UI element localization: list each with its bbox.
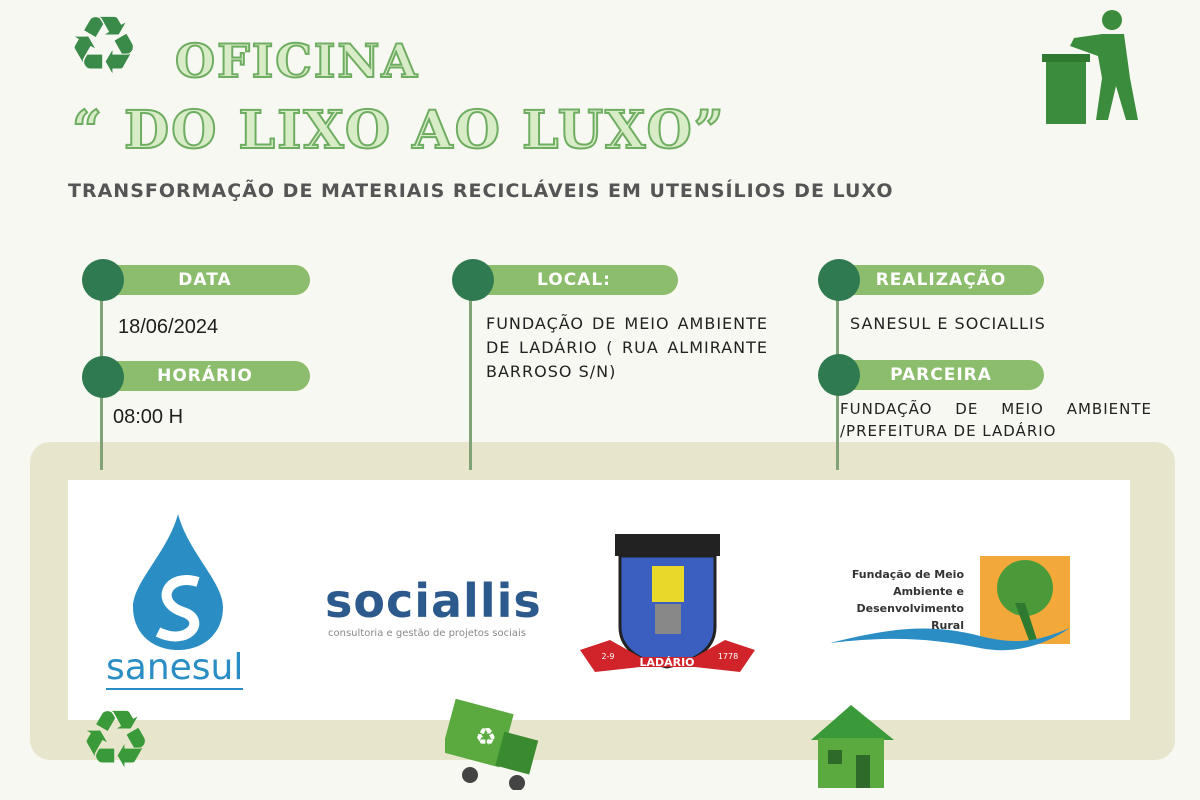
ladario-banner-text: LADÁRIO (639, 656, 694, 669)
location-label: LOCAL: (470, 265, 678, 295)
time-label: HORÁRIO (100, 361, 310, 391)
sociallis-logo-text: sociallis (325, 574, 542, 628)
title-line-2: “ DO LIXO AO LUXO” (71, 99, 726, 162)
recycling-truck-icon: ♻ (445, 698, 539, 790)
sanesul-logo-text: sanesul (106, 647, 244, 690)
ladario-coat-of-arms: LADÁRIO 2-9 1778 (580, 534, 755, 672)
time-value: 08:00 H (113, 406, 184, 428)
partner-value: FUNDAÇÃO DE MEIO AMBIENTE /PREFEITURA DE… (840, 400, 1152, 440)
sociallis-tagline: consultoria e gestão de projetos sociais (328, 628, 527, 639)
svg-text:♻: ♻ (475, 723, 497, 751)
timeline-line (469, 280, 472, 470)
date-dot (82, 259, 124, 301)
house-icon (811, 705, 894, 788)
trash-person-icon (1042, 10, 1138, 124)
organizer-dot (818, 259, 860, 301)
fundacao-logo-mark (830, 556, 1070, 651)
title-line-1: OFICINA (174, 33, 420, 89)
logos-panel (68, 480, 1130, 720)
location-dot (452, 259, 494, 301)
partner-dot (818, 354, 860, 396)
time-dot (82, 356, 124, 398)
location-value: FUNDAÇÃO DE MEIO AMBIENTE DE LADÁRIO ( R… (486, 314, 768, 381)
sanesul-drop-icon (133, 514, 223, 650)
organizer-label: REALIZAÇÃO (838, 265, 1044, 295)
date-value: 18/06/2024 (118, 316, 219, 338)
ladario-banner-left: 2-9 (601, 652, 614, 661)
ladario-banner-right: 1778 (718, 652, 738, 661)
fundacao-logo-text: Fundação de Meio Ambiente e Desenvolvime… (851, 568, 964, 632)
subtitle: TRANSFORMAÇÃO DE MATERIAIS RECICLÁVEIS E… (68, 180, 894, 202)
partner-label: PARCEIRA (838, 360, 1044, 390)
date-label: DATA (100, 265, 310, 295)
recycle-icon: ♻ (68, 0, 140, 92)
recycle-icon: ♻ (80, 693, 152, 786)
organizer-value: SANESUL E SOCIALLIS (850, 314, 1046, 333)
